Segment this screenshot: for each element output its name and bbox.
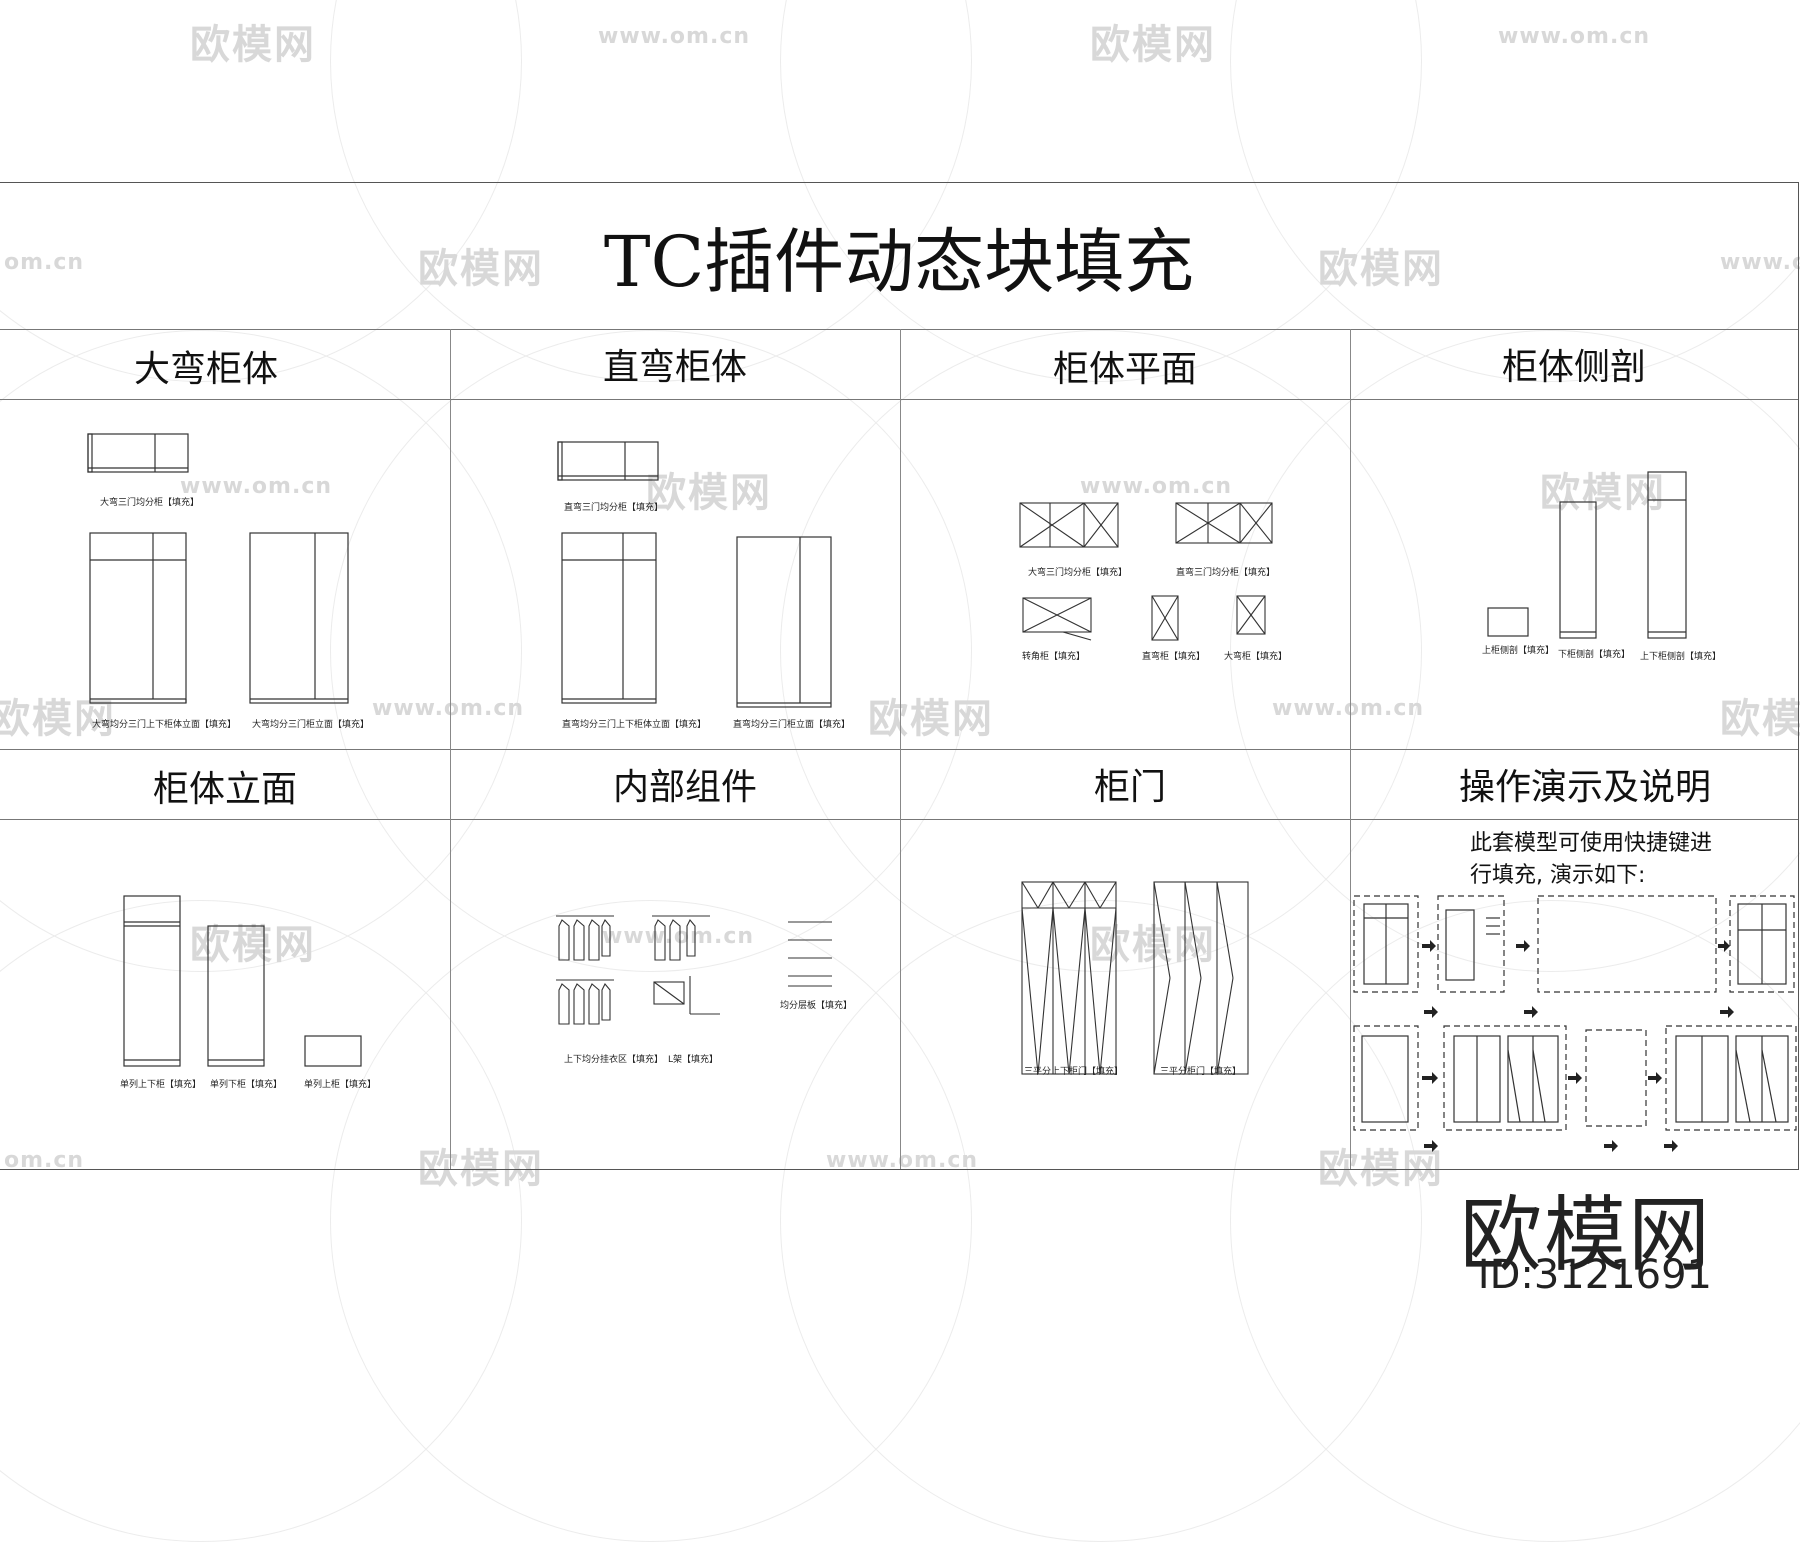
- watermark-logo: 欧模网: [190, 22, 316, 68]
- caption: 大弯均分三门柜立面【填充】: [252, 720, 370, 730]
- caption: 单列上下柜【填充】: [120, 1080, 202, 1090]
- watermark-url: www.om.cn: [1498, 24, 1651, 49]
- watermark-logo: 欧模网: [1090, 22, 1216, 68]
- caption: 大弯均分三门上下柜体立面【填充】: [92, 720, 237, 730]
- caption: 单列上柜【填充】: [304, 1080, 377, 1090]
- cabinet-elevation-drawings: [123, 895, 362, 1067]
- watermark-url: www.om.cn: [598, 24, 751, 49]
- caption: 直弯柜【填充】: [1142, 652, 1206, 662]
- demo-instruction-line-2: 行填充, 演示如下:: [1470, 863, 1646, 888]
- caption: 直弯均分三门柜立面【填充】: [733, 720, 851, 730]
- section-heading-cabinet-doors: 柜门: [1093, 767, 1166, 808]
- caption: 直弯三门均分柜【填充】: [564, 503, 664, 513]
- section-heading-big-curve-cabinet: 大弯柜体: [133, 349, 278, 390]
- cabinet-side-section-drawings: [1487, 471, 1687, 639]
- internal-components-drawings: [556, 915, 832, 1025]
- caption: 转角柜【填充】: [1022, 652, 1086, 662]
- section-heading-straight-curve-cabinet: 直弯柜体: [602, 347, 747, 388]
- big-curve-plan-drawing: [87, 433, 189, 473]
- section-heading-demo-instructions: 操作演示及说明: [1458, 767, 1711, 808]
- straight-curve-upper-lower-elevation: [561, 532, 657, 704]
- drawing-sheet: TC插件动态块填充 大弯柜体 直弯柜体 柜体平面 柜体侧剖 柜体立面 内部组件 …: [0, 182, 1799, 1170]
- model-id: ID:3121691: [1477, 1252, 1712, 1298]
- demo-instruction-line-1: 此套模型可使用快捷键进: [1470, 831, 1713, 856]
- caption: 三平分上下柜门【填充】: [1024, 1067, 1124, 1077]
- caption: 下柜侧剖【填充】: [1558, 650, 1631, 660]
- section-heading-cabinet-plan: 柜体平面: [1052, 349, 1197, 390]
- caption: 单列下柜【填充】: [210, 1080, 283, 1090]
- caption: 大弯三门均分柜【填充】: [1028, 568, 1128, 578]
- big-curve-upper-lower-elevation: [89, 532, 187, 704]
- straight-curve-three-door-elevation: [736, 536, 832, 708]
- caption: 上下均分挂衣区【填充】: [564, 1055, 664, 1065]
- section-heading-cabinet-side-section: 柜体侧剖: [1501, 347, 1646, 388]
- caption: 上柜侧剖【填充】: [1482, 646, 1555, 656]
- demo-flow-diagram: [1353, 895, 1797, 1152]
- sheet-title: TC插件动态块填充: [603, 220, 1195, 303]
- big-curve-three-door-elevation: [249, 532, 349, 704]
- caption: 均分层板【填充】: [780, 1001, 853, 1011]
- caption: 大弯柜【填充】: [1224, 652, 1288, 662]
- caption: 直弯均分三门上下柜体立面【填充】: [562, 720, 707, 730]
- caption: 上下柜侧剖【填充】: [1640, 652, 1722, 662]
- caption: 三平分柜门【填充】: [1160, 1067, 1242, 1077]
- cabinet-doors-drawings: [1021, 881, 1249, 1075]
- straight-curve-plan-drawing: [557, 441, 659, 481]
- caption: 大弯三门均分柜【填充】: [100, 498, 200, 508]
- brand-logo: 欧模网: [1459, 1188, 1712, 1283]
- section-heading-cabinet-elevation: 柜体立面: [152, 769, 297, 810]
- cabinet-plan-drawings: [1019, 502, 1273, 641]
- section-heading-internal-components: 内部组件: [612, 767, 757, 808]
- caption: 直弯三门均分柜【填充】: [1176, 568, 1276, 578]
- caption: L架【填充】: [668, 1055, 719, 1065]
